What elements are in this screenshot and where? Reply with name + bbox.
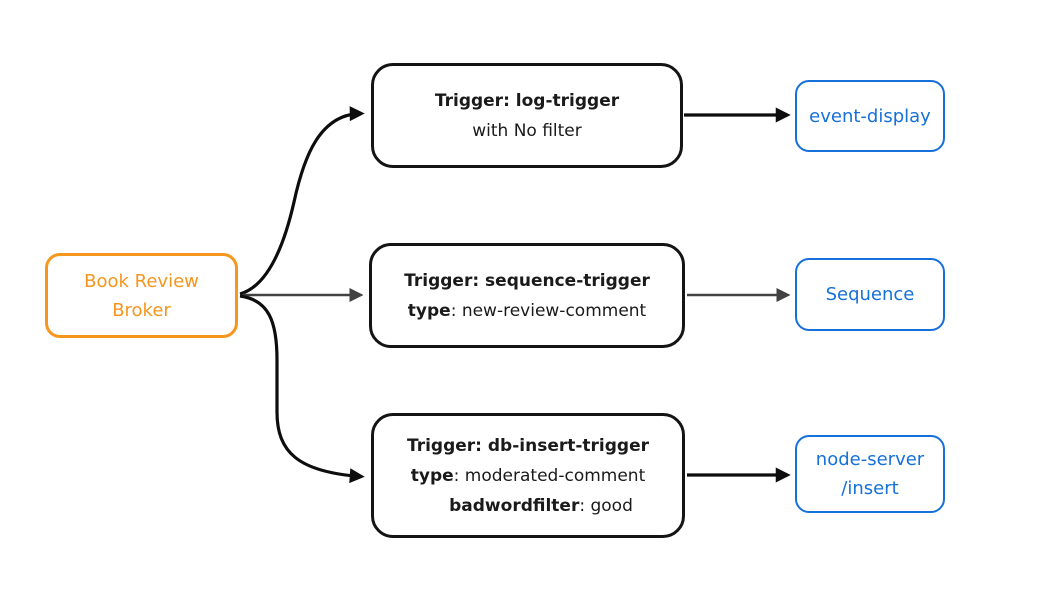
- trigger-title: Trigger: log-trigger: [434, 90, 620, 111]
- sink-label: event-display: [809, 105, 931, 127]
- edge-broker-to-db-insert-trigger: [239, 294, 365, 484]
- trigger-title: Trigger: sequence-trigger: [404, 270, 650, 291]
- trigger-node-db-insert-trigger: Trigger: db-insert-trigger type: moderat…: [371, 413, 685, 538]
- trigger-attribute-value: : good: [579, 495, 633, 516]
- trigger-title: Trigger: db-insert-trigger: [406, 435, 650, 456]
- broker-label-line1: Book Review: [84, 270, 199, 292]
- trigger-node-sequence-trigger: Trigger: sequence-trigger type: new-revi…: [369, 243, 685, 348]
- sink-node-node-server-insert: node-server /insert: [795, 435, 945, 513]
- trigger-attribute-2: badwordfilter: good: [449, 491, 633, 521]
- sink-label-line1: node-server: [815, 449, 925, 470]
- sink-node-event-display: event-display: [795, 80, 945, 152]
- trigger-attribute: type: new-review-comment: [408, 296, 646, 326]
- trigger-attribute-value: : moderated-comment: [453, 465, 646, 486]
- broker-label-line2: Broker: [112, 299, 171, 321]
- edge-broker-to-log-trigger: [239, 106, 365, 296]
- sink-node-sequence: Sequence: [795, 258, 945, 331]
- trigger-attribute-name: type: [407, 300, 451, 321]
- trigger-node-log-trigger: Trigger: log-trigger with No filter: [371, 63, 683, 168]
- sink-label: Sequence: [825, 284, 915, 305]
- trigger-attribute: type: moderated-comment: [411, 461, 646, 491]
- trigger-attribute-value: : new-review-comment: [450, 300, 647, 321]
- trigger-attribute-name: type: [410, 465, 454, 486]
- trigger-attribute-name: badwordfilter: [449, 495, 580, 516]
- trigger-subtitle: with No filter: [472, 120, 582, 141]
- broker-node: Book Review Broker: [45, 253, 238, 338]
- sink-label-line2: /insert: [841, 478, 899, 499]
